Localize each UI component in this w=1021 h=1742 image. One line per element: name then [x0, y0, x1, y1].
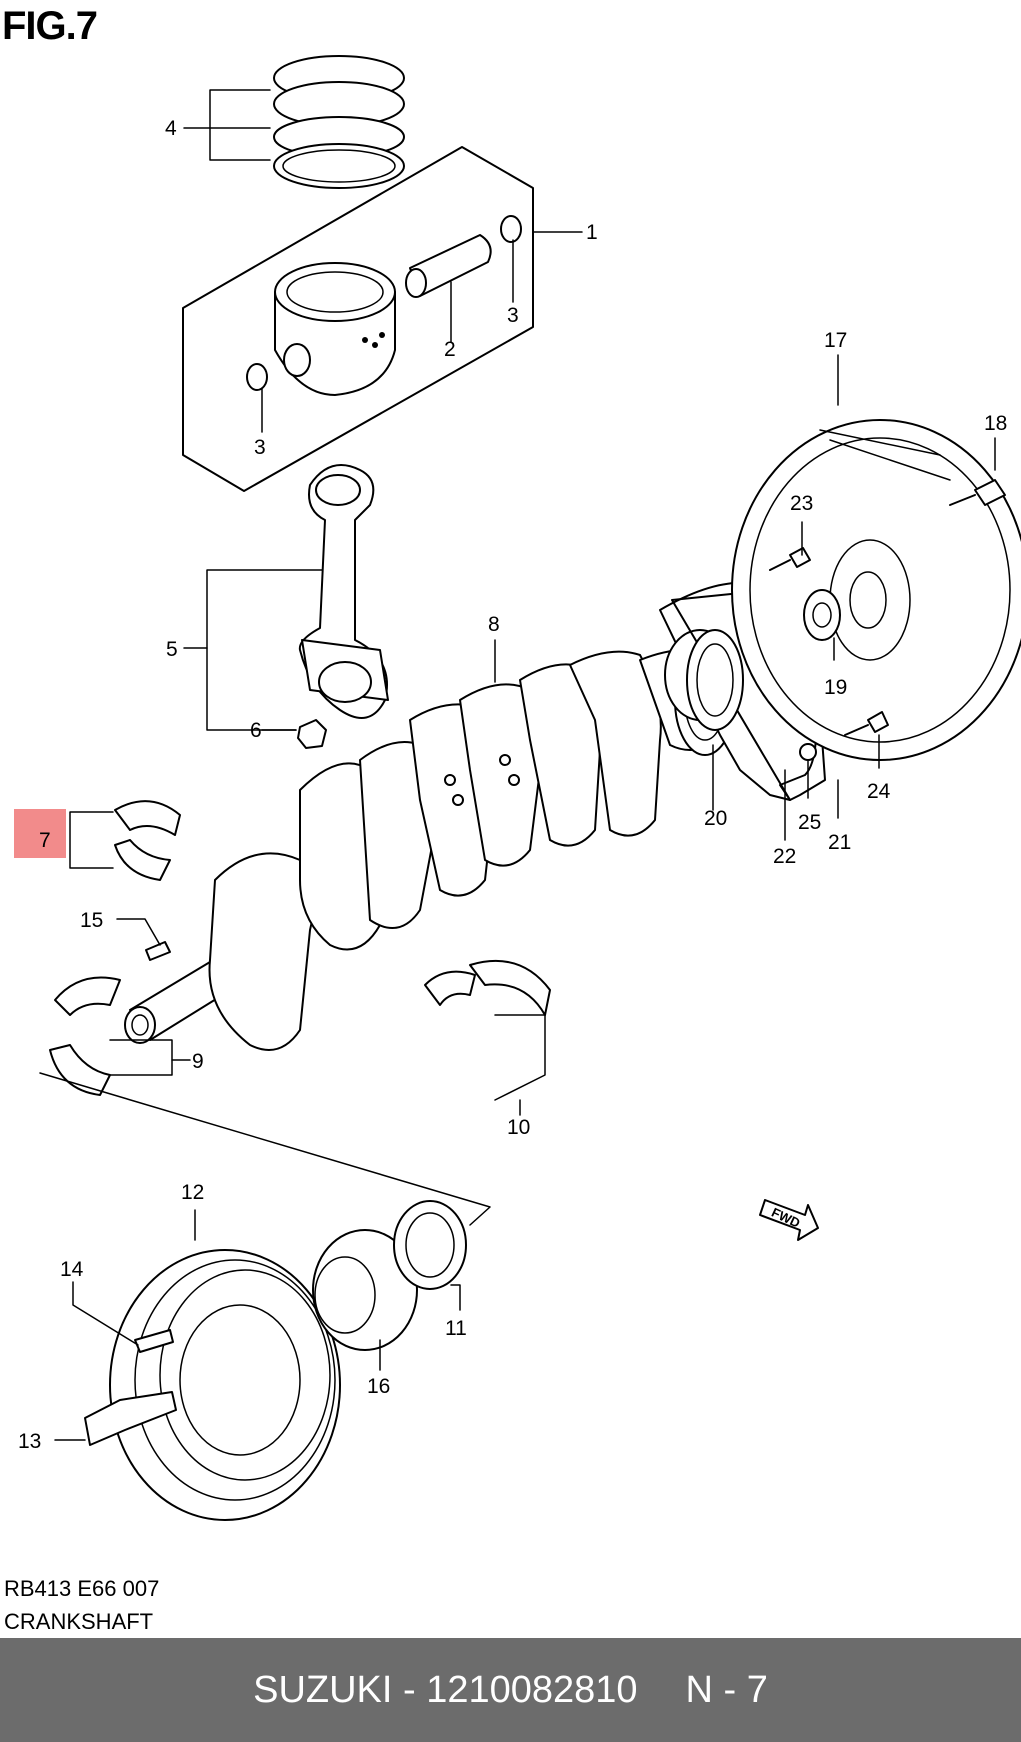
callout-20: 20 — [704, 807, 727, 830]
rod-nut — [297, 719, 327, 749]
exploded-parts-diagram: FWD 1 2 3 3 4 5 — [18, 55, 1021, 1521]
callout-22: 22 — [773, 845, 796, 868]
timing-sprocket — [312, 1229, 418, 1351]
highlighted-callout-marker — [14, 809, 66, 858]
callout-8: 8 — [488, 613, 500, 636]
piston-kit-group — [182, 55, 534, 492]
dowel-pin-25 — [799, 743, 817, 761]
flywheel-bolt-18 — [974, 479, 1006, 506]
piston-pin — [405, 234, 492, 298]
crankshaft-pulley — [109, 1249, 341, 1521]
callout-1: 1 — [586, 221, 598, 244]
main-bearing-set-10 — [424, 959, 551, 1016]
callout-12: 12 — [181, 1181, 204, 1204]
flywheel — [731, 419, 1021, 761]
callout-21: 21 — [828, 831, 851, 854]
diagram-code: RB413 E66 007 — [4, 1576, 160, 1601]
fwd-arrow-label: FWD — [769, 1205, 802, 1231]
piston-rings — [273, 55, 405, 189]
callout-3: 3 — [507, 304, 519, 327]
conrod-bearing-set-7 — [114, 800, 181, 881]
front-group-outline — [39, 1072, 491, 1226]
callout-4: 4 — [165, 117, 177, 140]
callout-23: 23 — [790, 492, 813, 515]
callout-17: 17 — [824, 329, 847, 352]
callout-11: 11 — [445, 1317, 467, 1340]
figure-title: FIG.7 — [2, 4, 98, 48]
callout-25: 25 — [798, 811, 821, 834]
pulley-bolt-14 — [134, 1329, 174, 1353]
callout-6: 6 — [250, 719, 262, 742]
fwd-arrow-icon: FWD — [759, 1199, 819, 1241]
main-bearing-set-9 — [49, 976, 121, 1096]
rear-oil-seal — [686, 629, 744, 731]
pulley-bolt-13 — [84, 1391, 177, 1446]
callout-13: 13 — [18, 1430, 41, 1453]
footer-part-number: SUZUKI - 1210082810 — [253, 1668, 638, 1711]
callout-7: 7 — [39, 829, 51, 852]
connecting-rod — [298, 464, 389, 719]
circlip — [246, 363, 268, 391]
callout-3: 3 — [254, 436, 266, 459]
callout-5: 5 — [166, 638, 178, 661]
front-oil-seal — [393, 1200, 467, 1290]
circlip — [500, 215, 522, 243]
callout-18: 18 — [984, 412, 1007, 435]
callout-14: 14 — [60, 1258, 84, 1281]
callout-2: 2 — [444, 338, 456, 361]
callout-15: 15 — [80, 909, 103, 932]
callout-10: 10 — [507, 1116, 530, 1139]
leader-lines — [54, 89, 996, 1441]
callout-9: 9 — [192, 1050, 204, 1073]
housing-bolt-23 — [789, 547, 811, 568]
callout-19: 19 — [824, 676, 847, 699]
callout-24: 24 — [867, 780, 891, 803]
pilot-bearing — [803, 589, 841, 641]
callout-16: 16 — [367, 1375, 390, 1398]
housing-bolt-24 — [867, 711, 889, 733]
footer-page: N - 7 — [685, 1668, 768, 1711]
footer-bar: SUZUKI - 1210082810 N - 7 — [0, 1638, 1021, 1742]
piston — [274, 262, 396, 396]
diagram-name: CRANKSHAFT — [4, 1609, 154, 1634]
crankshaft-key — [145, 941, 171, 961]
